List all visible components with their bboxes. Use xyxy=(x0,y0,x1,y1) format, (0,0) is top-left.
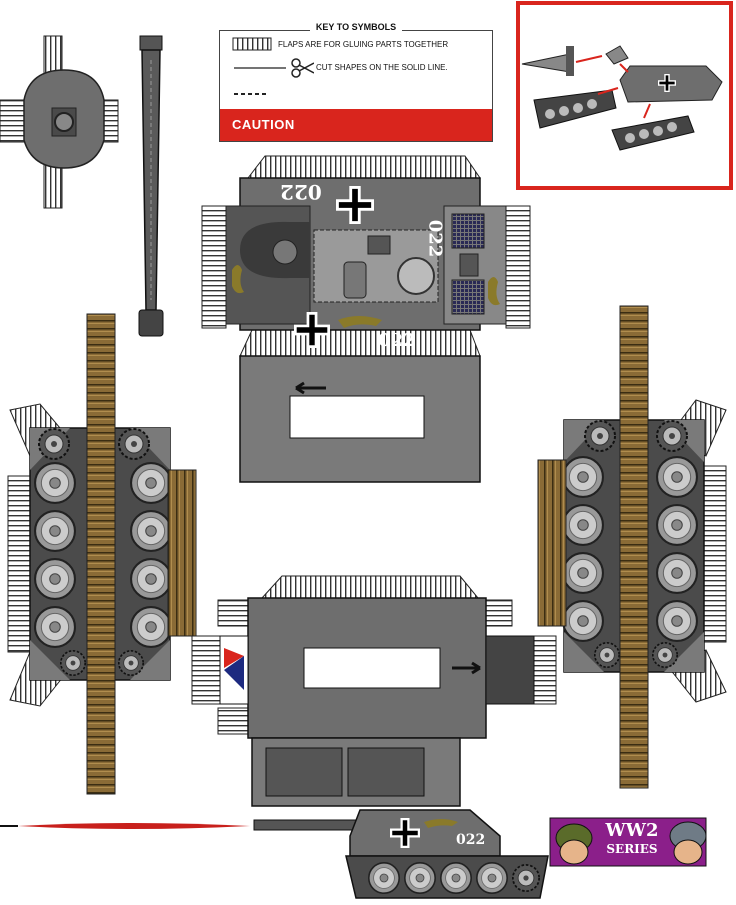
key-to-symbols-panel: KEY TO SYMBOLS FLAPS ARE FOR GLUING PART… xyxy=(219,22,493,142)
key-title: KEY TO SYMBOLS xyxy=(220,22,492,32)
caution-label: CAUTION xyxy=(232,117,295,132)
flap-symbol-icon xyxy=(232,37,272,51)
fold-line-icon xyxy=(234,93,268,95)
series-badge-title: WW2 xyxy=(605,820,659,841)
lower-hull-piece xyxy=(191,575,557,807)
red-barrel-strip xyxy=(0,823,250,829)
turret-piece-left xyxy=(0,35,119,209)
assembled-tank-illustration xyxy=(253,809,549,899)
flap-legend-text: FLAPS ARE FOR GLUING PARTS TOGETHER xyxy=(278,40,449,49)
series-badge xyxy=(549,817,707,867)
gun-barrel-piece xyxy=(138,35,164,337)
hull-number-top: 022 xyxy=(280,180,322,204)
hull-number-illustration: 022 xyxy=(456,832,486,848)
upper-hull-piece xyxy=(201,155,531,357)
cut-legend-text: CUT SHAPES ON THE SOLID LINE. xyxy=(316,63,448,72)
hull-number-front: 022 xyxy=(378,330,416,351)
scissors-icon xyxy=(234,58,314,78)
left-track-piece xyxy=(7,313,197,795)
series-badge-subtitle: SERIES xyxy=(606,842,658,856)
rear-plate-piece xyxy=(239,355,481,483)
right-track-piece xyxy=(537,305,727,789)
hull-number-side: 022 xyxy=(424,219,446,258)
caution-bar: CAUTION xyxy=(220,109,492,141)
assembly-diagram xyxy=(516,1,733,190)
